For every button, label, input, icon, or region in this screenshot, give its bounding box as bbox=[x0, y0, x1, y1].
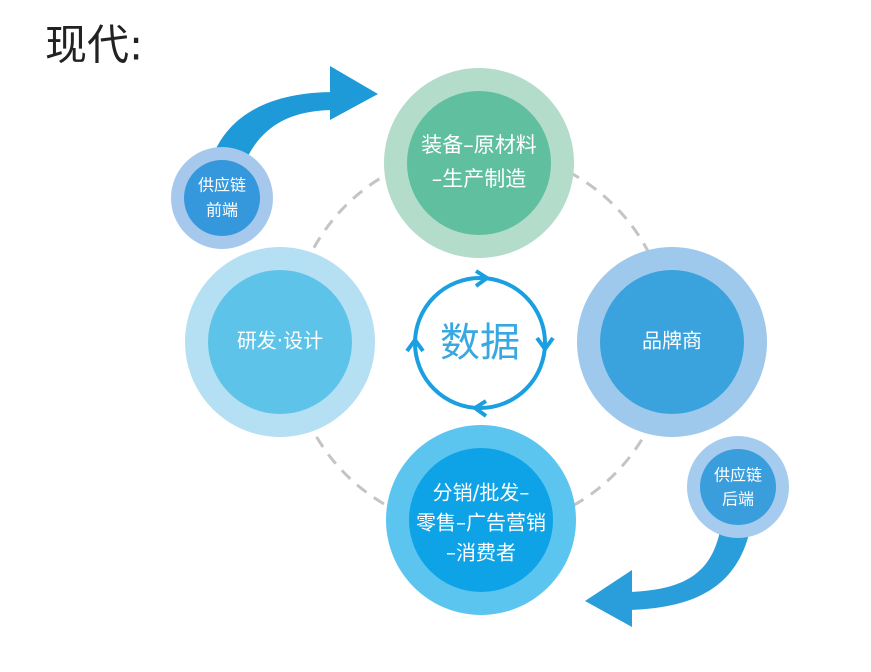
node-brand: 品牌商 bbox=[577, 247, 767, 437]
node-label-line: 研发·设计 bbox=[237, 329, 323, 353]
node-label-line: 前端 bbox=[206, 201, 238, 220]
cycle-arrow-icon bbox=[474, 269, 491, 288]
node-label-line: 供应链 bbox=[714, 466, 762, 485]
node-label-line: 零售–广告营销 bbox=[416, 511, 546, 535]
data-cycle: 数据 bbox=[405, 269, 555, 418]
node-label-line: 供应链 bbox=[198, 176, 246, 195]
node-rd-design: 研发·设计 bbox=[185, 247, 375, 437]
cycle-arrow-icon bbox=[535, 336, 555, 353]
node-label-line: 分销/批发– bbox=[433, 481, 530, 505]
data-label: 数据 bbox=[440, 320, 520, 366]
node-label-line: 装备–原材料 bbox=[421, 133, 537, 157]
arrow-back-to-bottom bbox=[585, 520, 752, 627]
node-equipment-materials-manufacturing: 装备–原材料 –生产制造 bbox=[384, 68, 574, 258]
cycle-arrow-icon bbox=[471, 399, 488, 418]
node-label-line: –生产制造 bbox=[432, 167, 527, 191]
page-title: 现代: bbox=[45, 21, 143, 70]
node-supply-chain-front: 供应链 前端 bbox=[171, 147, 273, 249]
node-distribution-retail-consumer: 分销/批发– 零售–广告营销 –消费者 bbox=[386, 425, 576, 615]
node-supply-chain-back: 供应链 后端 bbox=[687, 436, 789, 538]
node-label-line: 品牌商 bbox=[642, 329, 702, 353]
cycle-arrow-icon bbox=[405, 336, 425, 353]
node-label-line: 后端 bbox=[722, 490, 754, 509]
node-label-line: –消费者 bbox=[446, 541, 516, 565]
